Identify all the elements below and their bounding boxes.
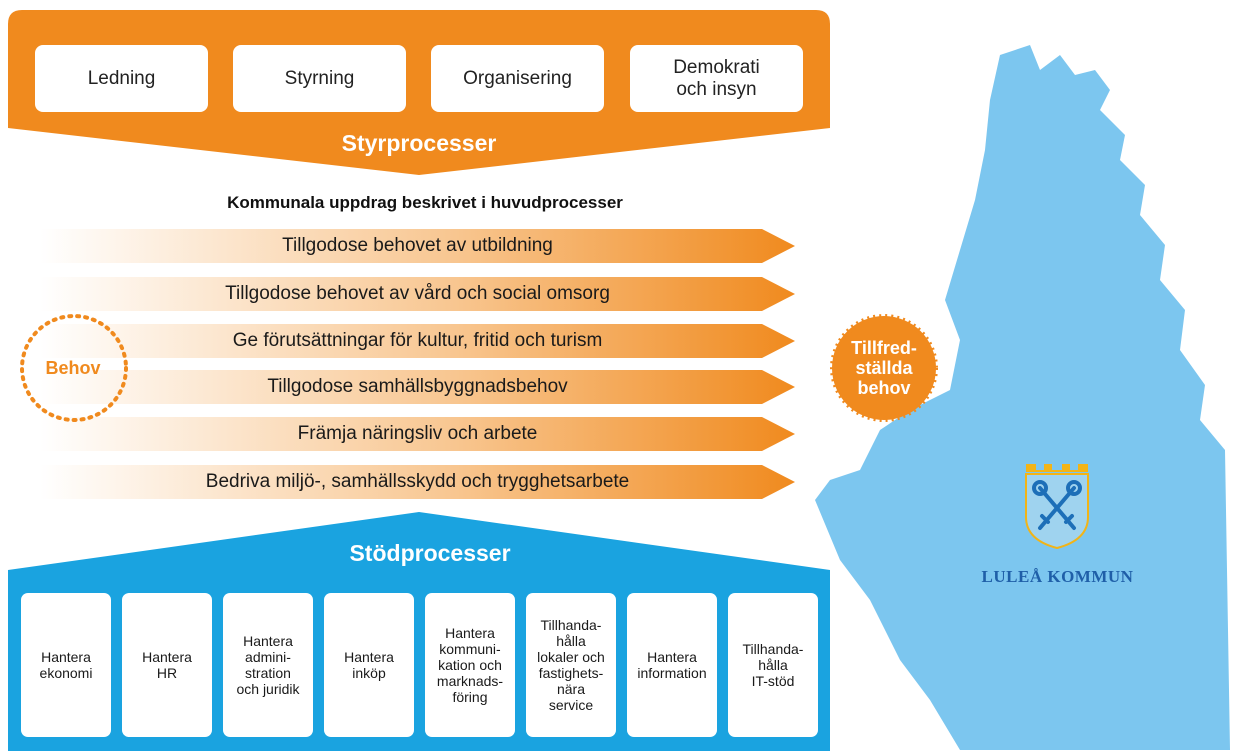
stod-box-information: Hantera information bbox=[627, 593, 717, 737]
map-area bbox=[815, 45, 1230, 750]
process-arrow-1: Tillgodose behovet av utbildning bbox=[282, 235, 553, 256]
styrprocesser-block: Ledning Styrning Organisering Demokrati … bbox=[8, 10, 830, 180]
behov-label: Behov bbox=[45, 357, 101, 378]
process-arrow-shape-1 bbox=[40, 229, 795, 263]
styr-box-demokrati: Demokrati och insyn bbox=[630, 45, 803, 112]
behov-circle bbox=[20, 314, 128, 422]
styr-box-ledning: Ledning bbox=[35, 45, 208, 112]
stod-box-inkop: Hantera inköp bbox=[324, 593, 414, 737]
stodprocesser-title: Stödprocesser bbox=[349, 540, 511, 566]
lulea-kommun-logo-text: LULEÅ KOMMUN bbox=[981, 567, 1134, 586]
process-arrow-4: Tillgodose samhällsbyggnadsbehov bbox=[267, 376, 568, 397]
stodprocesser-shape bbox=[8, 512, 830, 751]
tillfredsstallda-label: Tillfred- ställda behov bbox=[851, 338, 917, 398]
styrprocesser-title: Styrprocesser bbox=[341, 130, 497, 156]
process-arrow-shape-3 bbox=[40, 324, 795, 358]
tillfredsstallda-badge bbox=[830, 314, 938, 422]
stod-box-hr: Hantera HR bbox=[122, 593, 212, 737]
process-arrow-2: Tillgodose behovet av vård och social om… bbox=[225, 283, 610, 304]
process-arrow-5: Främja näringsliv och arbete bbox=[297, 423, 538, 444]
process-arrow-shape-6 bbox=[40, 465, 795, 499]
process-arrow-shape-5 bbox=[40, 417, 795, 451]
stod-box-lokaler: Tillhanda- hålla lokaler och fastighets-… bbox=[526, 593, 616, 737]
process-arrow-shape-4 bbox=[40, 370, 795, 404]
styr-box-styrning: Styrning bbox=[233, 45, 406, 112]
styr-box-organisering: Organisering bbox=[431, 45, 604, 112]
styrprocesser-shape bbox=[8, 10, 830, 175]
huvudprocesser-heading: Kommunala uppdrag beskrivet i huvudproce… bbox=[227, 193, 623, 212]
lulea-coat-of-arms-icon bbox=[1025, 464, 1089, 550]
stod-box-it-stod: Tillhanda- hålla IT-stöd bbox=[728, 593, 818, 737]
process-arrow-6: Bedriva miljö-, samhällsskydd och tryggh… bbox=[205, 471, 630, 492]
process-arrow-3: Ge förutsättningar för kultur, fritid oc… bbox=[232, 330, 603, 351]
stod-box-kommunikation: Hantera kommuni- kation och marknads- fö… bbox=[425, 593, 515, 737]
process-arrow-shape-2 bbox=[40, 277, 795, 311]
stod-box-ekonomi: Hantera ekonomi bbox=[21, 593, 111, 737]
stod-box-administration: Hantera admini- stration och juridik bbox=[223, 593, 313, 737]
